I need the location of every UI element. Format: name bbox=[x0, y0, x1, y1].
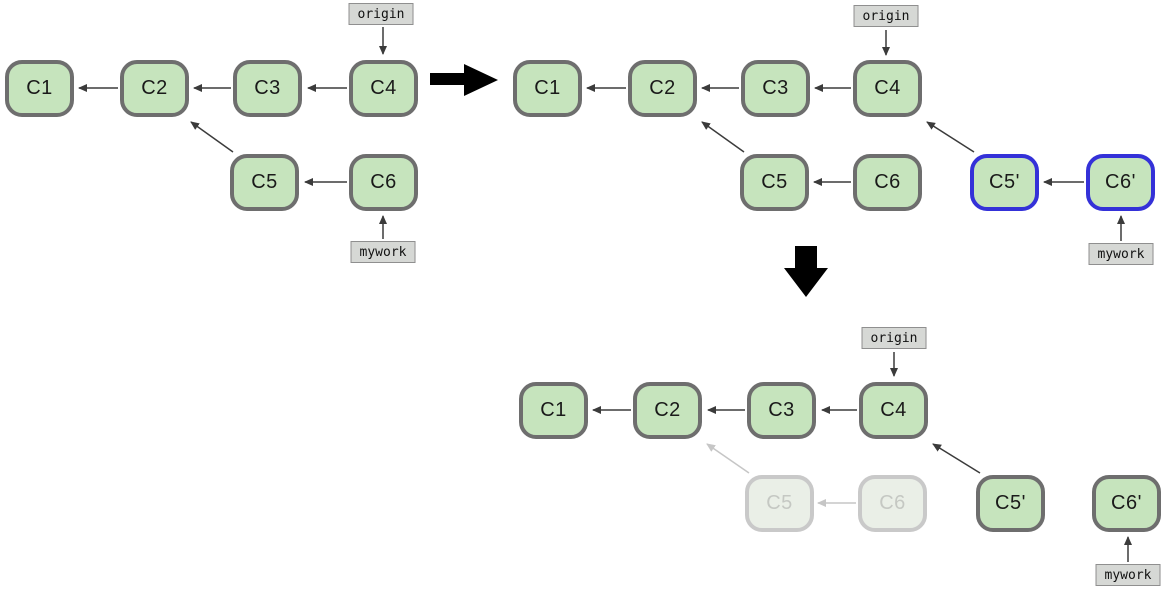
edge-g2-c5p-c4 bbox=[926, 121, 975, 153]
commit-node-g2-c5-prime: C5' bbox=[970, 154, 1039, 211]
ref-label-mywork-g1: mywork bbox=[350, 241, 416, 263]
edge-g3-c5p-c4 bbox=[932, 443, 981, 474]
ref-label-mywork-g3: mywork bbox=[1095, 564, 1161, 586]
commit-node-g1-c3: C3 bbox=[233, 60, 302, 117]
commit-node-g3-c6-prime: C6' bbox=[1092, 475, 1161, 532]
step-arrow-right bbox=[430, 64, 498, 96]
commit-node-g1-c4: C4 bbox=[349, 60, 418, 117]
commit-node-g3-c5-prime: C5' bbox=[976, 475, 1045, 532]
step-arrow-down bbox=[784, 246, 828, 297]
commit-node-g1-c5: C5 bbox=[230, 154, 299, 211]
edge-g2-c5-c2 bbox=[701, 121, 745, 153]
edge-g3-c5-c2-faded bbox=[706, 443, 750, 474]
commit-node-g2-c5: C5 bbox=[740, 154, 809, 211]
commit-node-g3-c4: C4 bbox=[859, 382, 928, 439]
commit-node-g2-c2: C2 bbox=[628, 60, 697, 117]
commit-node-g2-c3: C3 bbox=[741, 60, 810, 117]
ref-label-origin-g1: origin bbox=[348, 3, 414, 25]
commit-node-g2-c6: C6 bbox=[853, 154, 922, 211]
ref-label-origin-g3: origin bbox=[861, 327, 927, 349]
commit-node-g1-c1: C1 bbox=[5, 60, 74, 117]
ref-label-mywork-g2: mywork bbox=[1088, 243, 1154, 265]
commit-node-g3-c5-abandoned: C5 bbox=[745, 475, 814, 532]
ref-label-origin-g2: origin bbox=[853, 5, 919, 27]
commit-node-g2-c6-prime: C6' bbox=[1086, 154, 1155, 211]
commit-node-g3-c3: C3 bbox=[747, 382, 816, 439]
edge-g1-c5-c2 bbox=[190, 121, 234, 153]
commit-node-g3-c6-abandoned: C6 bbox=[858, 475, 927, 532]
commit-node-g1-c2: C2 bbox=[120, 60, 189, 117]
commit-node-g2-c4: C4 bbox=[853, 60, 922, 117]
commit-node-g2-c1: C1 bbox=[513, 60, 582, 117]
commit-node-g3-c1: C1 bbox=[519, 382, 588, 439]
commit-node-g3-c2: C2 bbox=[633, 382, 702, 439]
commit-node-g1-c6: C6 bbox=[349, 154, 418, 211]
